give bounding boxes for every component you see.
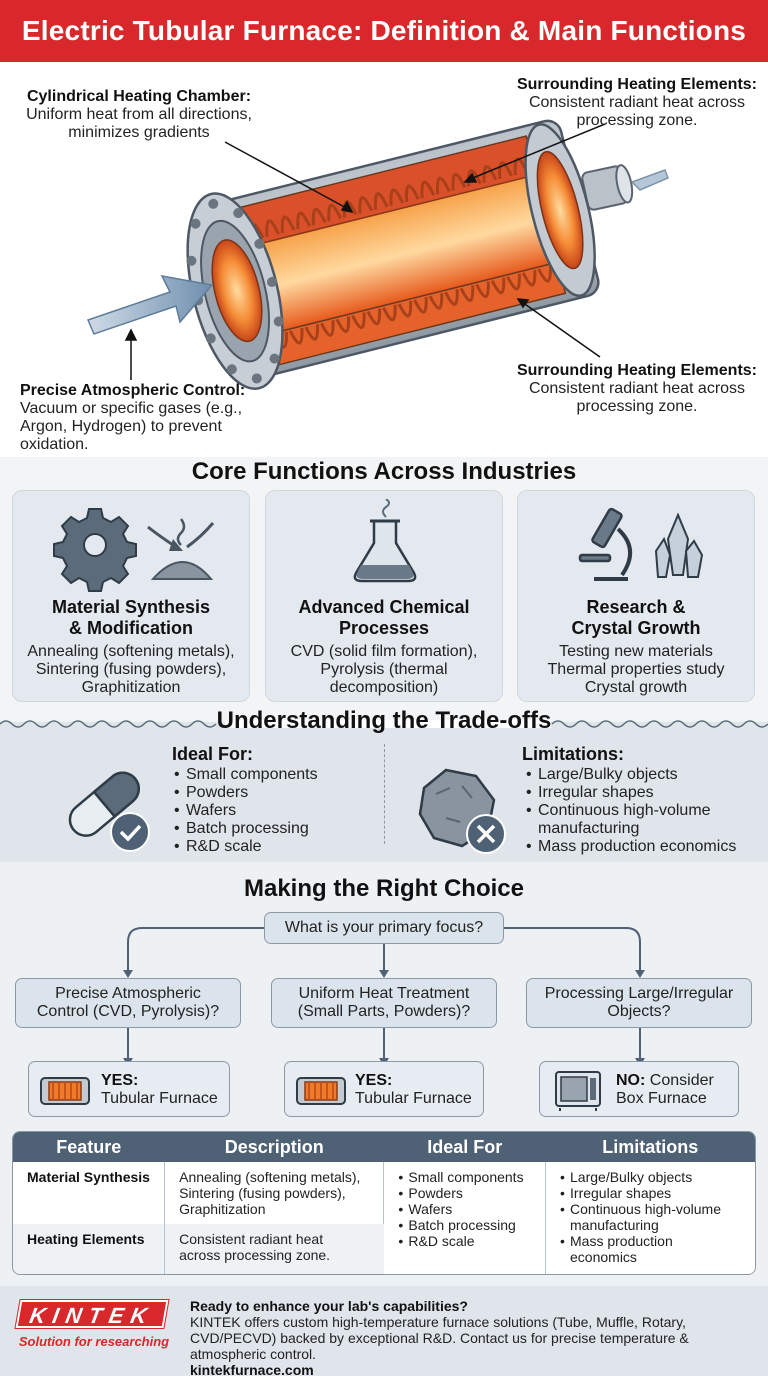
footer-link[interactable]: kintekfurnace.com <box>190 1362 314 1376</box>
decision-title: Making the Right Choice <box>243 875 524 902</box>
footer: KINTEK Solution for researching Ready to… <box>0 1286 768 1376</box>
result-tubular-furnace-2: YES: Tubular Furnace <box>284 1061 484 1117</box>
card-heading: Advanced Chemical Processes <box>298 597 470 638</box>
list-item: Mass production economics <box>526 838 736 856</box>
list-item: Irregular shapes <box>526 784 736 802</box>
table-cell-ideal: Small components Powders Wafers Batch pr… <box>383 1162 547 1274</box>
microscope-and-crystal-icon <box>578 507 704 581</box>
list-item: Wafers <box>174 802 318 820</box>
list-item: Large/Bulky objects <box>526 766 736 784</box>
table-cell-feature: Heating Elements <box>13 1224 166 1274</box>
furnace-body <box>186 119 600 390</box>
footer-heading: Ready to enhance your lab's capabilities… <box>190 1298 468 1314</box>
limitations-list: Large/Bulky objects Irregular shapes Con… <box>526 766 736 856</box>
table-cell-description: Consistent radiant heat across processin… <box>164 1224 384 1274</box>
gear-and-powder-icon <box>53 508 215 592</box>
outlet-pipe <box>581 164 634 211</box>
capsule-check-icon <box>68 771 150 852</box>
rock-x-icon <box>418 768 506 854</box>
card-research-crystal: Research & Crystal Growth Testing new ma… <box>517 490 755 702</box>
table-header: Ideal For <box>383 1132 546 1162</box>
column-divider <box>384 744 385 844</box>
flask-icon <box>353 499 417 583</box>
list-item: manufacturing <box>538 820 640 837</box>
comparison-table: Feature Description Ideal For Limitation… <box>12 1131 756 1275</box>
result-box-furnace: NO: Consider Box Furnace <box>539 1061 739 1117</box>
list-item: Batch processing <box>174 820 318 838</box>
decision-option-large-objects: Processing Large/Irregular Objects? <box>526 978 752 1028</box>
gas-outlet-arrow <box>630 169 669 191</box>
result-tubular-furnace-1: YES: Tubular Furnace <box>28 1061 230 1117</box>
table-header: Description <box>164 1132 384 1162</box>
box-furnace-icon <box>555 1071 601 1111</box>
kintek-logo: KINTEK Solution for researching <box>14 1299 170 1349</box>
callout-heating-chamber: Cylindrical Heating Chamber: Uniform hea… <box>26 88 252 141</box>
card-heading: Research & Crystal Growth <box>571 597 701 638</box>
tube-furnace-illustration <box>86 119 669 390</box>
footer-text: Ready to enhance your lab's capabilities… <box>190 1298 760 1376</box>
decision-question-node: What is your primary focus? <box>264 912 504 944</box>
ideal-for-heading: Ideal For: <box>172 744 254 764</box>
callout-heating-elements-top: Surrounding Heating Elements: Consistent… <box>516 76 757 129</box>
decision-option-atmosphere: Precise Atmospheric Control (CVD, Pyroly… <box>15 978 241 1028</box>
furnace-illustration-panel: Cylindrical Heating Chamber: Uniform hea… <box>0 62 768 457</box>
table-header: Feature <box>13 1132 165 1162</box>
table-row: Material Synthesis Annealing (softening … <box>13 1162 755 1274</box>
card-heading: Material Synthesis & Modification <box>51 597 211 638</box>
list-item: Continuous high-volume <box>526 802 736 820</box>
card-description: Testing new materials Thermal properties… <box>547 643 725 696</box>
list-item: Small components <box>174 766 318 784</box>
card-chemical-processes: Advanced Chemical Processes CVD (solid f… <box>265 490 503 702</box>
table-cell-description: Annealing (softening metals), Sintering … <box>164 1162 385 1224</box>
gas-inlet-arrow <box>86 274 214 335</box>
callout-heating-elements-bottom: Surrounding Heating Elements: Consistent… <box>516 362 757 415</box>
footer-body: KINTEK offers custom high-temperature fu… <box>190 1314 689 1362</box>
card-description: Annealing (softening metals), Sintering … <box>27 643 235 696</box>
brand-wordmark: KINTEK <box>14 1299 170 1329</box>
tradeoffs-title: Understanding the Trade-offs <box>216 707 552 734</box>
callout-atmospheric-control: Precise Atmospheric Control: Vacuum or s… <box>20 382 246 453</box>
brand-tagline: Solution for researching <box>18 1334 170 1349</box>
wavy-divider <box>0 720 768 728</box>
core-functions-title: Core Functions Across Industries <box>191 458 577 485</box>
list-item: Powders <box>174 784 318 802</box>
table-cell-limitations: Large/Bulky objects Irregular shapes Con… <box>545 1162 755 1274</box>
ideal-for-list: Small components Powders Wafers Batch pr… <box>174 766 318 856</box>
tube-furnace-icon <box>40 1077 90 1105</box>
table-cell-feature: Material Synthesis <box>13 1162 166 1224</box>
table-header: Limitations <box>545 1132 755 1162</box>
list-item: R&D scale <box>174 838 318 856</box>
tradeoffs-panel: Ideal For: Small components Powders Wafe… <box>0 720 768 862</box>
limitations-heading: Limitations: <box>522 744 624 764</box>
page-title: Electric Tubular Furnace: Definition & M… <box>0 0 768 62</box>
card-description: CVD (solid film formation), Pyrolysis (t… <box>290 643 478 696</box>
decision-option-uniform-heat: Uniform Heat Treatment (Small Parts, Pow… <box>271 978 497 1028</box>
card-material-synthesis: Material Synthesis & Modification Anneal… <box>12 490 250 702</box>
tube-furnace-icon <box>296 1077 346 1105</box>
table-row: Heating Elements Consistent radiant heat… <box>13 1224 755 1274</box>
